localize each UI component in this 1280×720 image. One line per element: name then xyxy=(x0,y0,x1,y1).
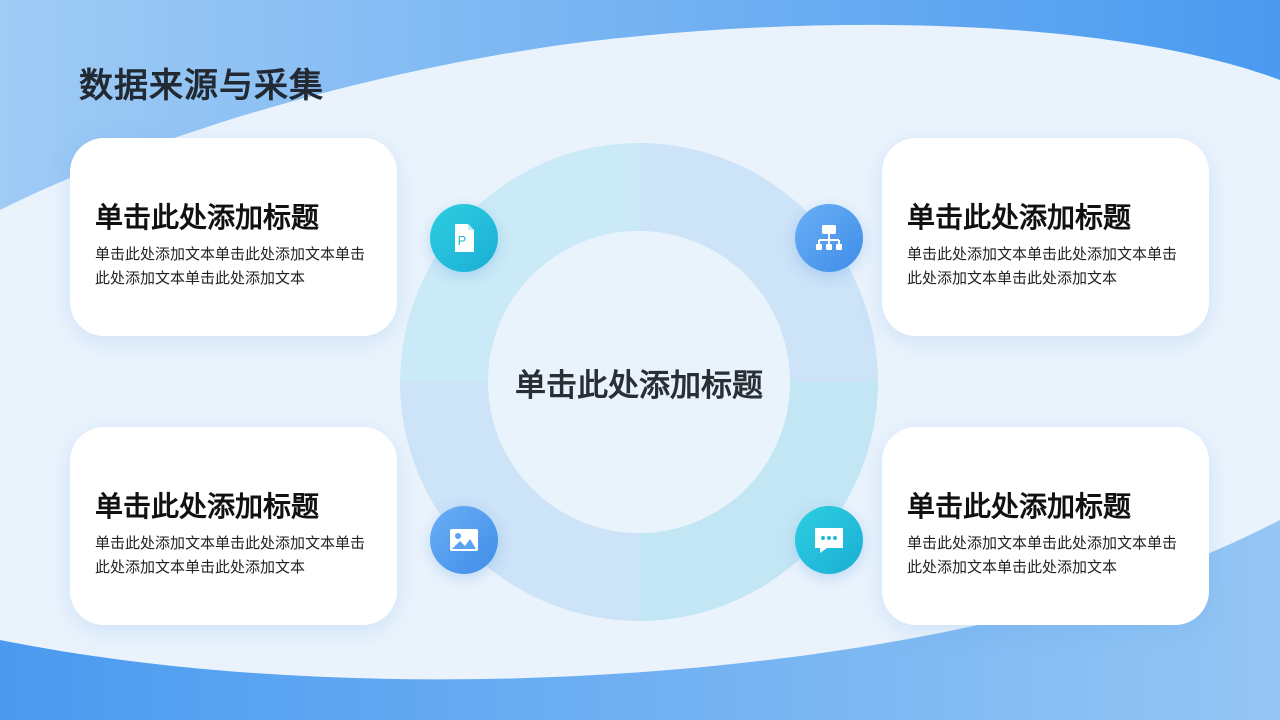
center-ring xyxy=(400,143,878,621)
card-top-right[interactable]: 单击此处添加标题 单击此处添加文本单击此处添加文本单击此处添加文本单击此处添加文… xyxy=(882,138,1209,336)
card-text: 单击此处添加文本单击此处添加文本单击此处添加文本单击此处添加文本 xyxy=(907,534,1178,576)
card-top-left[interactable]: 单击此处添加标题 单击此处添加文本单击此处添加文本单击此处添加文本单击此处添加文… xyxy=(70,138,397,336)
card-text: 单击此处添加文本单击此处添加文本单击此处添加文本单击此处添加文本 xyxy=(907,245,1178,287)
document-p-icon: P xyxy=(430,204,498,272)
card-title: 单击此处添加标题 xyxy=(95,201,320,234)
page-title: 数据来源与采集 xyxy=(79,66,324,106)
card-title: 单击此处添加标题 xyxy=(95,490,320,523)
center-title: 单击此处添加标题 xyxy=(515,368,763,404)
hierarchy-icon xyxy=(795,204,863,272)
image-icon xyxy=(430,506,498,574)
card-text: 单击此处添加文本单击此处添加文本单击此处添加文本单击此处添加文本 xyxy=(95,245,366,287)
card-bottom-right[interactable]: 单击此处添加标题 单击此处添加文本单击此处添加文本单击此处添加文本单击此处添加文… xyxy=(882,427,1209,625)
card-title: 单击此处添加标题 xyxy=(907,201,1132,234)
card-text: 单击此处添加文本单击此处添加文本单击此处添加文本单击此处添加文本 xyxy=(95,534,366,576)
card-bottom-left[interactable]: 单击此处添加标题 单击此处添加文本单击此处添加文本单击此处添加文本单击此处添加文… xyxy=(70,427,397,625)
card-title: 单击此处添加标题 xyxy=(907,490,1132,523)
chat-icon xyxy=(795,506,863,574)
svg-text:P: P xyxy=(458,233,467,248)
